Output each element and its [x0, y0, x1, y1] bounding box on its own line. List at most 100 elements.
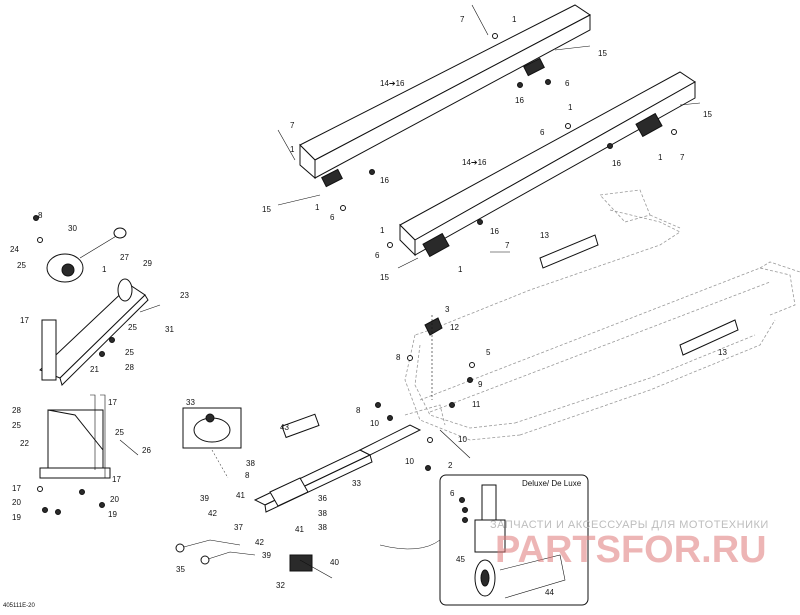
callout-6b: 6	[540, 128, 545, 137]
callout-13a: 13	[540, 231, 549, 240]
callout-23: 23	[180, 291, 189, 300]
callout-22: 22	[20, 439, 29, 448]
callout-16d: 16	[490, 227, 499, 236]
bunk-board-lower	[399, 71, 696, 258]
callout-7d: 7	[505, 241, 510, 250]
callout-1a: 1	[512, 15, 517, 24]
callout-1e: 1	[315, 203, 320, 212]
callout-1g: 1	[458, 265, 463, 274]
callout-10c: 10	[405, 457, 414, 466]
callout-36: 36	[318, 494, 327, 503]
callout-39a: 39	[200, 494, 209, 503]
callout-11: 11	[472, 400, 481, 409]
callout-6c: 6	[330, 213, 335, 222]
callout-15d: 15	[380, 273, 389, 282]
callout-35: 35	[176, 565, 185, 574]
inset-title: Deluxe/ De Luxe	[522, 479, 582, 488]
callout-28b: 28	[12, 406, 21, 415]
callout-45: 45	[456, 555, 465, 564]
callout-19b: 19	[108, 510, 117, 519]
callout-8c: 8	[38, 211, 43, 220]
callout-27: 27	[120, 253, 129, 262]
callout-14-16b: 14➔16	[462, 158, 487, 167]
figure-code: 405111E-20	[3, 603, 35, 609]
callout-38c: 38	[318, 523, 327, 532]
callout-37: 37	[234, 523, 243, 532]
callout-17b: 17	[12, 484, 21, 493]
callout-38b: 38	[318, 509, 327, 518]
callout-26: 26	[142, 446, 151, 455]
watermark-logo: PARTSFOR.RU	[495, 529, 767, 571]
callout-39b: 39	[262, 551, 271, 560]
callout-41a: 41	[236, 491, 245, 500]
callout-14-16a: 14➔16	[380, 79, 405, 88]
callout-8b: 8	[356, 406, 361, 415]
callout-labels: 7 1 15 6 16 14➔16 7 1 1 15 6 7 1 16 14➔1…	[10, 15, 727, 597]
callout-25b: 25	[128, 323, 137, 332]
callout-8d: 8	[245, 471, 250, 480]
callout-18a: 17	[20, 316, 29, 325]
callout-15c: 15	[262, 205, 271, 214]
callout-3: 3	[445, 305, 450, 314]
callout-25e: 25	[115, 428, 124, 437]
callout-42a: 42	[208, 509, 217, 518]
callout-41b: 41	[295, 525, 304, 534]
callout-24: 24	[10, 245, 19, 254]
callout-1c: 1	[568, 103, 573, 112]
callout-1d: 1	[658, 153, 663, 162]
frame-hardware	[375, 315, 475, 471]
reflector-strip-lower	[679, 319, 739, 356]
callout-42b: 42	[255, 538, 264, 547]
callout-19a: 19	[12, 513, 21, 522]
callout-25c: 25	[125, 348, 134, 357]
callout-21: 21	[90, 365, 99, 374]
callout-15b: 15	[703, 110, 712, 119]
callout-13b: 13	[718, 348, 727, 357]
callout-25d: 25	[12, 421, 21, 430]
callout-7a: 7	[460, 15, 465, 24]
callout-28a: 28	[125, 363, 134, 372]
callout-29: 29	[143, 259, 152, 268]
callout-12: 12	[450, 323, 459, 332]
trailer-frame-outline	[404, 189, 800, 441]
callout-20b: 20	[110, 495, 119, 504]
callout-2: 2	[448, 461, 453, 470]
callout-6e: 6	[450, 489, 455, 498]
callout-6a: 6	[565, 79, 570, 88]
callout-44: 44	[545, 588, 554, 597]
callout-1b: 1	[290, 145, 295, 154]
callout-34: 33	[186, 398, 195, 407]
callout-30: 30	[68, 224, 77, 233]
callout-16a: 16	[515, 96, 524, 105]
callout-43: 43	[280, 423, 289, 432]
callout-1h: 1	[102, 265, 107, 274]
callout-25a: 25	[17, 261, 26, 270]
callout-17a: 17	[112, 475, 121, 484]
callout-32: 32	[276, 581, 285, 590]
callout-1f: 1	[380, 226, 385, 235]
callout-16c: 16	[380, 176, 389, 185]
callout-16b: 16	[612, 159, 621, 168]
callout-15a: 15	[598, 49, 607, 58]
callout-7b: 7	[290, 121, 295, 130]
callout-10a: 10	[370, 419, 379, 428]
callout-40: 40	[330, 558, 339, 567]
deluxe-inset	[379, 474, 589, 606]
callout-10b: 10	[458, 435, 467, 444]
bunk-board-upper	[299, 4, 591, 188]
bunk-hardware	[277, 4, 701, 269]
callout-8: 8	[396, 353, 401, 362]
callout-20a: 20	[12, 498, 21, 507]
callout-5: 5	[486, 348, 491, 357]
winch-stand-assembly	[33, 215, 161, 515]
callout-33: 33	[352, 479, 361, 488]
callout-6d: 6	[375, 251, 380, 260]
callout-31: 31	[165, 325, 174, 334]
callout-18b: 17	[108, 398, 117, 407]
callout-7c: 7	[680, 153, 685, 162]
tongue-assembly	[175, 407, 422, 579]
watermark-tagline: ЗАПЧАСТИ И АКСЕССУАРЫ ДЛЯ МОТОТЕХНИКИ	[490, 519, 769, 531]
reflector-strip-upper	[539, 234, 599, 269]
callout-9: 9	[478, 380, 483, 389]
